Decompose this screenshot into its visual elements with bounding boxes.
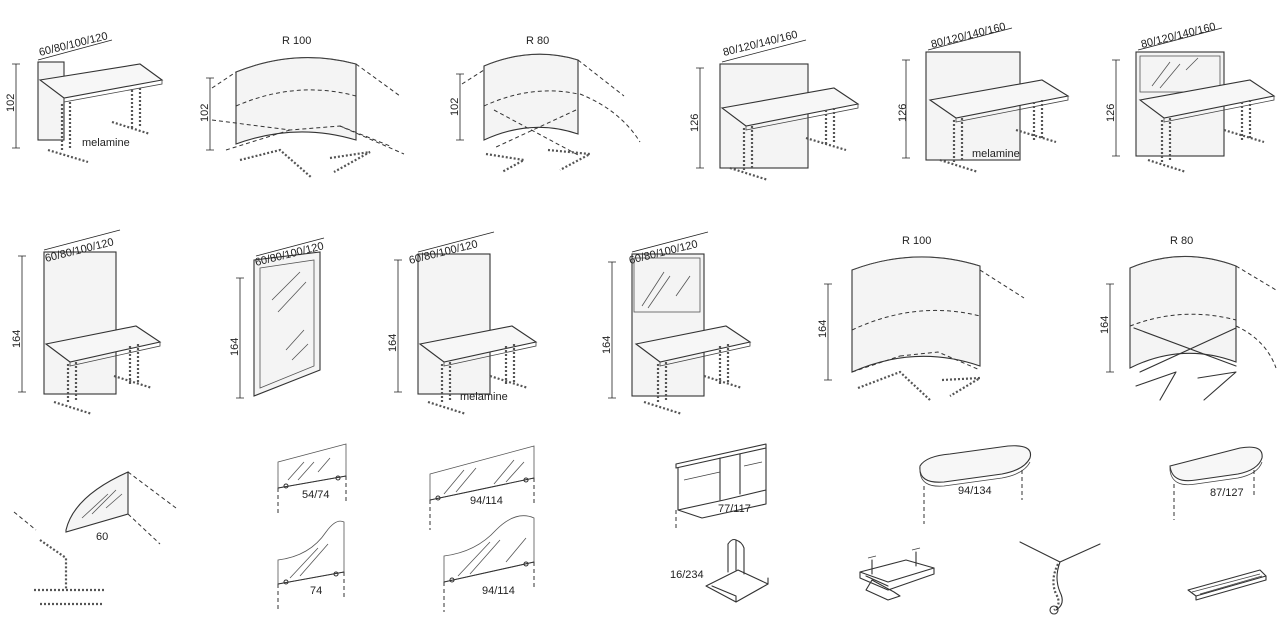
size-label: 94/134: [958, 485, 992, 497]
material-label: melamine: [972, 148, 1020, 160]
screen-straight-126-melamine: 80/120/140/160 126 melamine: [897, 21, 1070, 174]
screen-glass-frame-164: 60/80/100/120 164: [229, 237, 325, 399]
size-label: 94/114: [470, 495, 503, 507]
hanging-shelf-77-117: 77/117: [675, 443, 767, 530]
screen-glass-top-164: 60/80/100/120 164: [601, 231, 752, 416]
desk-glass-screen-54-74: 54/74: [277, 443, 347, 516]
material-label: melamine: [82, 137, 130, 149]
height-label: 164: [11, 330, 23, 348]
height-label: 126: [689, 114, 701, 132]
desk-wave-screen-94-114: 94/114: [443, 515, 535, 612]
cable-spine: [1019, 541, 1101, 615]
width-label: 80/120/140/160: [1140, 21, 1217, 51]
height-label: 102: [5, 94, 17, 112]
height-label: 102: [449, 98, 461, 116]
material-label: melamine: [460, 391, 508, 403]
screen-curved-r100-102: R 100 102: [199, 35, 405, 179]
radius-label: R 80: [526, 35, 549, 47]
desk-glass-screen-94-114: 94/114: [429, 445, 535, 530]
desk-wave-screen-74: 74: [277, 520, 345, 612]
height-label: 126: [1105, 104, 1117, 122]
size-label: 60: [96, 531, 108, 543]
size-label: 16/234: [670, 569, 704, 581]
radius-label: R 80: [1170, 235, 1193, 247]
height-label: 164: [229, 338, 241, 356]
screen-curved-r80-164: R 80 164: [1099, 235, 1277, 401]
height-label: 126: [897, 104, 909, 122]
size-label: 74: [310, 585, 322, 597]
size-label: 87/127: [1210, 487, 1244, 499]
height-label: 164: [817, 320, 829, 338]
screen-straight-164-melamine: 60/80/100/120 164 melamine: [387, 231, 538, 416]
screen-straight-126: 80/120/140/160 126: [689, 29, 860, 182]
screen-glass-126: 80/120/140/160 126: [1105, 21, 1276, 174]
width-label: 80/120/140/160: [722, 29, 799, 59]
desk-top-87-127: 87/127: [1169, 446, 1263, 520]
corner-glass-screen-60: 60: [13, 471, 177, 606]
radius-label: R 100: [282, 35, 311, 47]
screen-straight-102-melamine: 60/80/100/120 102 melamine: [5, 30, 164, 164]
screen-curved-r80-102: R 80 102: [449, 35, 641, 173]
keyboard-drawer: [859, 547, 935, 601]
size-label: 77/117: [718, 503, 751, 515]
radius-label: R 100: [902, 235, 931, 247]
size-label: 54/74: [302, 489, 330, 501]
screen-curved-r100-164: R 100 164: [817, 235, 1025, 401]
height-label: 164: [601, 336, 613, 354]
desk-top-94-134: 94/134: [919, 445, 1032, 524]
height-label: 164: [387, 334, 399, 352]
width-label: 80/120/140/160: [930, 21, 1007, 51]
height-label: 164: [1099, 316, 1111, 334]
screen-straight-164: 60/80/100/120 164: [11, 229, 162, 416]
height-label: 102: [199, 104, 211, 122]
cable-tray-16-234: 16/234: [670, 538, 769, 603]
cable-tray-small: [1187, 569, 1267, 601]
size-label: 94/114: [482, 585, 515, 597]
width-label: 60/80/100/120: [38, 30, 109, 59]
